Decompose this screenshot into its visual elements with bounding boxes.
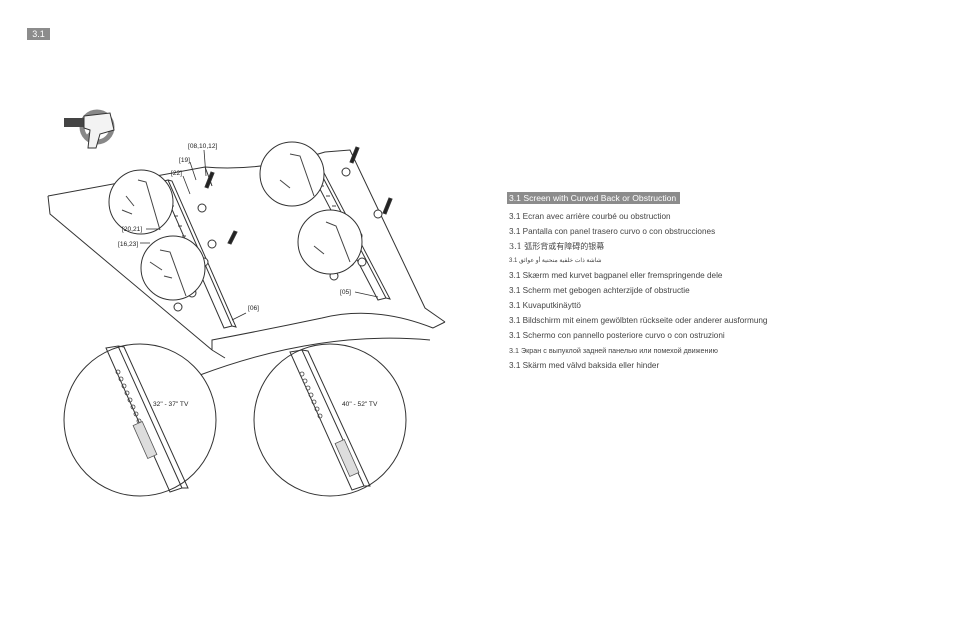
instruction-finnish: 3.1 Kuvaputkinäyttö: [509, 301, 581, 310]
instruction-dutch: 3.1 Scherm met gebogen achterzijde of ob…: [509, 286, 690, 295]
detail-circle-40-52: [253, 343, 407, 497]
detail-circle-32-37: [63, 343, 217, 497]
callout-leaders: [140, 149, 379, 321]
zoom-detail-circles: [108, 141, 363, 301]
instruction-russian: 3.1 Экран с выпуклой задней панелью или …: [509, 346, 718, 355]
callout-20-21: [20,21]: [122, 226, 142, 233]
detail-label-40-52: 40" - 52" TV: [342, 401, 378, 408]
tv-back-panel: [47, 149, 446, 376]
detail-label-32-37: 32" - 37" TV: [153, 401, 189, 408]
callout-22: [22]: [171, 170, 182, 177]
zoom-circle-contents: [121, 153, 351, 297]
callout-19: [19]: [179, 157, 190, 164]
instruction-danish: 3.1 Skærm med kurvet bagpanel eller frem…: [509, 271, 723, 280]
callout-08-10-12: [08,10,12]: [188, 143, 217, 150]
callout-16-23: [16,23]: [118, 241, 138, 248]
step-number-badge: 3.1: [27, 28, 50, 40]
instruction-arabic: 3.1 شاشة ذات خلفية منحنية أو عوائق: [509, 258, 602, 264]
instruction-german: 3.1 Bildschirm mit einem gewölbten rücks…: [509, 316, 768, 325]
callout-06: [06]: [248, 305, 259, 312]
instruction-italian: 3.1 Schermo con pannello posteriore curv…: [509, 331, 725, 340]
translation-list: 3.1 Ecran avec arrière courbé ou obstruc…: [507, 209, 807, 373]
no-drill-icon: [64, 109, 115, 149]
section-title: 3.1 Screen with Curved Back or Obstructi…: [507, 192, 681, 204]
instruction-french: 3.1 Ecran avec arrière courbé ou obstruc…: [509, 212, 671, 221]
instruction-swedish: 3.1 Skärm med välvd baksida eller hinder: [509, 361, 660, 370]
callout-05: [05]: [340, 289, 351, 296]
instruction-chinese: 3.1 弧形背或有障碍的银幕: [509, 242, 605, 251]
instruction-spanish: 3.1 Pantalla con panel trasero curvo o c…: [509, 227, 716, 236]
instructions-block: 3.1 Screen with Curved Back or Obstructi…: [507, 188, 807, 373]
